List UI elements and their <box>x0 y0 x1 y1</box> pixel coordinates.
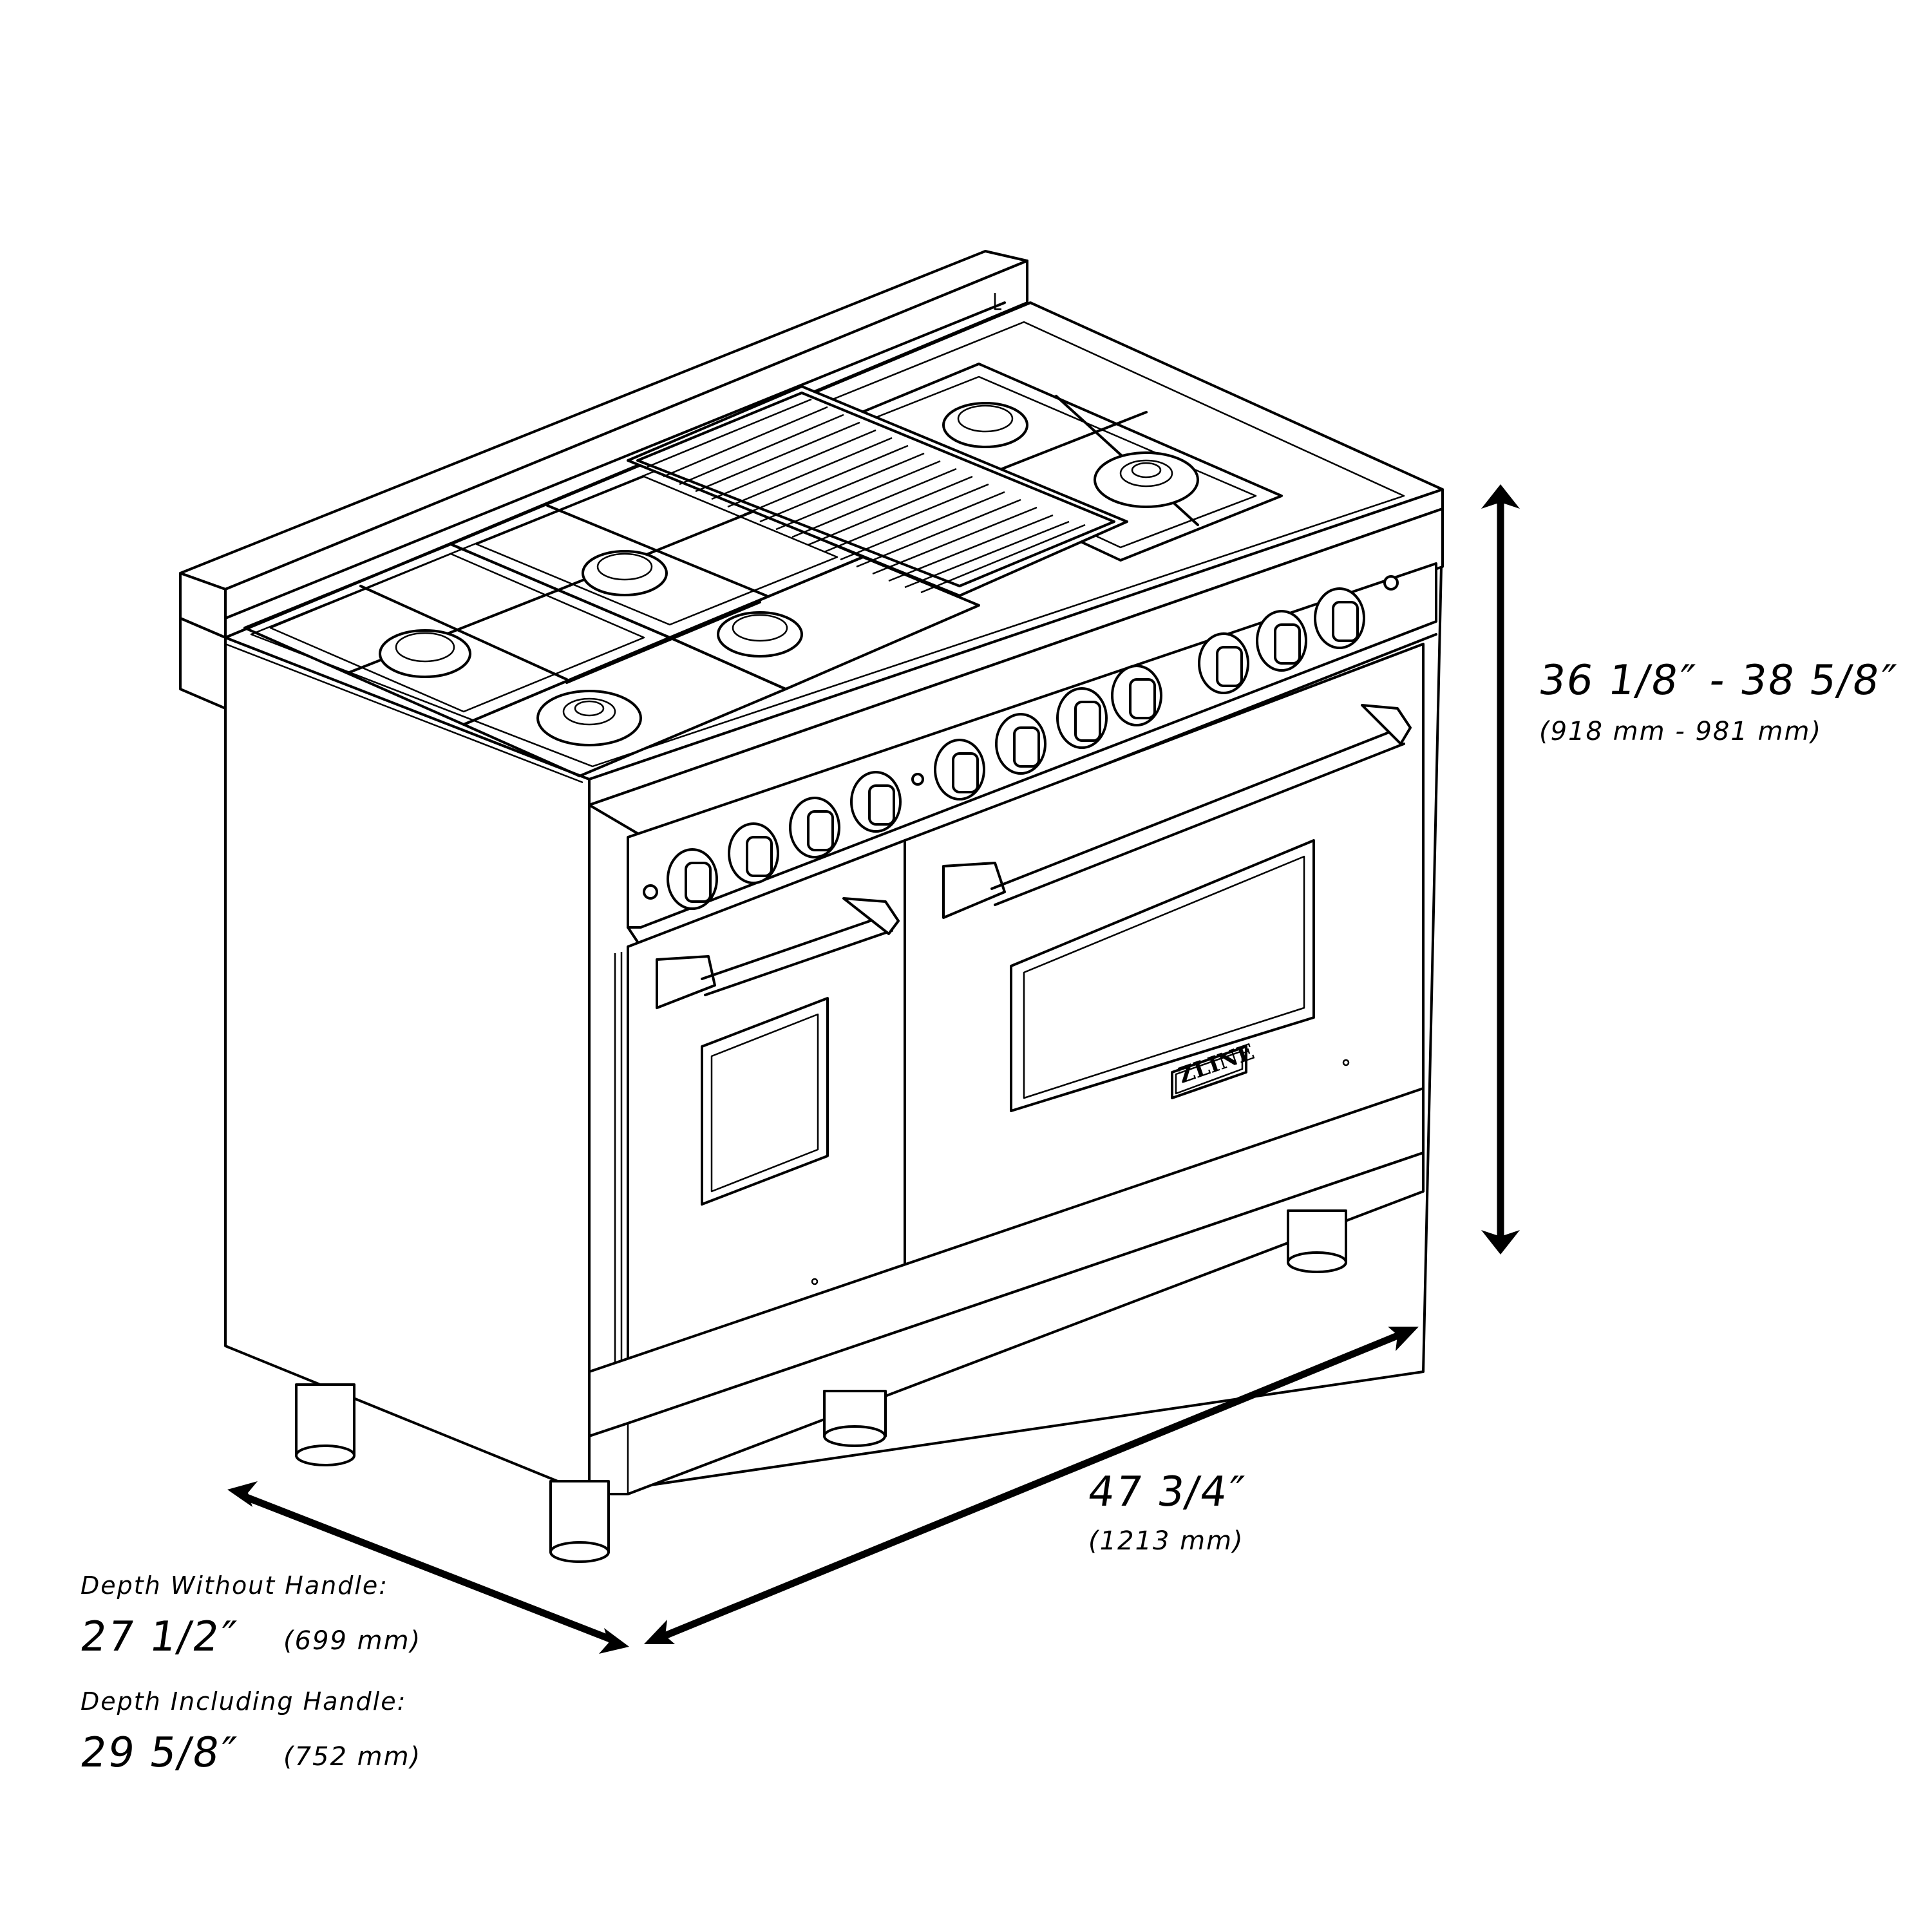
leg-mid <box>823 1390 887 1447</box>
width-metric: (1213 mm) <box>1088 1526 1244 1556</box>
knob <box>667 848 718 910</box>
knob <box>995 713 1046 775</box>
indicator-light <box>911 773 924 786</box>
burner-front-center <box>536 690 642 746</box>
depth-including-handle-caption: Depth Including Handle: <box>80 1687 407 1716</box>
knob <box>850 771 902 833</box>
depth-without-handle-metric: (699 mm) <box>283 1626 422 1656</box>
burner-front-right <box>1094 451 1199 508</box>
indicator-light <box>643 884 658 900</box>
knob <box>1056 687 1108 749</box>
burner-rear-right <box>942 402 1028 448</box>
height-imperial: 36 1/8″ - 38 5/8″ <box>1535 657 1900 705</box>
knob <box>1111 665 1162 726</box>
griddle <box>627 385 1128 597</box>
control-knobs <box>643 575 1399 910</box>
depth-without-handle-imperial: 27 1/2″ <box>77 1613 240 1661</box>
knob <box>1256 610 1307 672</box>
width-imperial: 47 3/4″ <box>1084 1468 1248 1516</box>
zline-badge <box>1171 1045 1247 1099</box>
indicator-light <box>1383 575 1399 591</box>
width-dimension-arrow <box>644 1327 1419 1644</box>
knob <box>728 822 779 884</box>
depth-including-handle-metric: (752 mm) <box>283 1742 422 1772</box>
knob <box>934 739 985 800</box>
legs <box>295 1209 1347 1563</box>
knob <box>789 797 840 858</box>
knob <box>1198 632 1249 694</box>
small-oven-door <box>614 839 906 1426</box>
depth-dimension-arrow <box>227 1481 629 1654</box>
height-dimension-arrow <box>1481 484 1520 1255</box>
depth-without-handle-caption: Depth Without Handle: <box>80 1571 389 1600</box>
cooktop <box>224 301 1444 806</box>
large-oven-door <box>904 643 1425 1321</box>
griddle-ribs <box>647 398 1086 594</box>
grate-center <box>462 556 980 777</box>
leg-front-left <box>549 1480 610 1563</box>
burner-center <box>717 611 803 658</box>
backsplash <box>179 250 1028 710</box>
leg-rear-left <box>295 1383 355 1466</box>
depth-including-handle-imperial: 29 5/8″ <box>77 1729 240 1777</box>
height-metric: (918 mm - 981 mm) <box>1539 717 1823 746</box>
burner-front-left <box>379 629 471 678</box>
leg-front-right <box>1287 1209 1347 1273</box>
left-side-panel <box>224 636 591 1495</box>
burner-rear-center-left <box>582 550 668 596</box>
knob <box>1314 587 1365 649</box>
